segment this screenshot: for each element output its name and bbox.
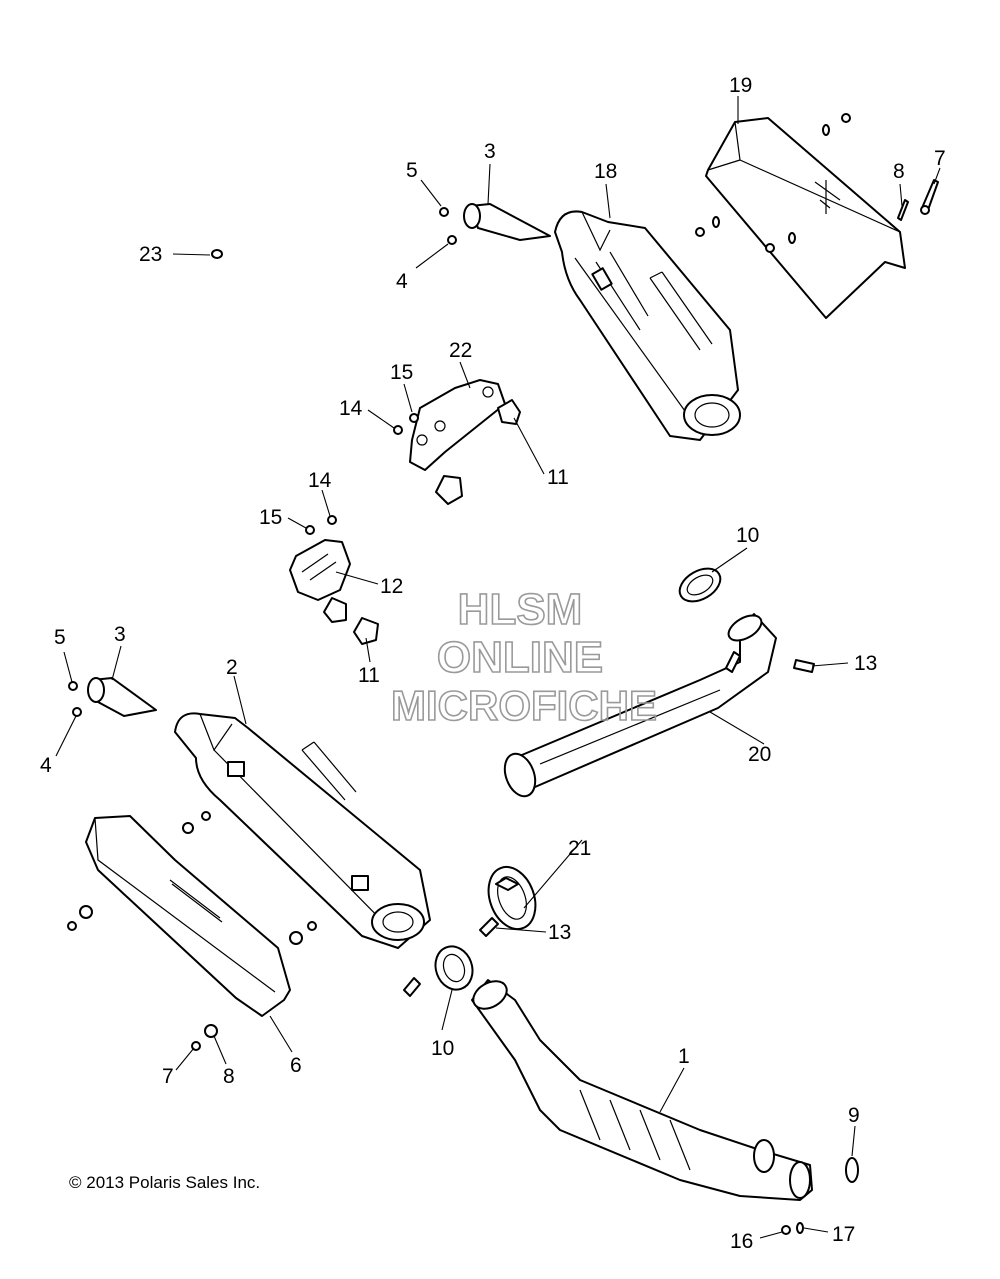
washer-19-top [822,124,830,136]
washer-6-c [289,931,303,945]
callout-22: 22 [449,339,472,362]
washer-6-a [182,822,194,834]
callout-8-upper: 8 [893,160,905,183]
clamp-21[interactable] [480,860,543,935]
callout-5-lower: 5 [54,626,66,649]
heat-shield-lower[interactable] [85,815,291,1017]
bolt-19-bottom [765,243,775,253]
bolt-4-lower [72,707,82,717]
nut-15-lower [305,525,315,535]
grommet-11-lower-b [353,617,379,645]
bracket-upper-22[interactable] [409,379,506,471]
callout-2: 2 [226,656,238,679]
washer-8-lower [204,1024,218,1038]
callout-7-upper: 7 [934,147,946,170]
gasket-9 [845,1157,859,1183]
nut-5-upper [439,207,449,217]
callout-15-upper: 15 [390,361,413,384]
copyright-notice: © 2013 Polaris Sales Inc. [69,1173,260,1192]
spring-13-upper-left [725,651,741,673]
head-pipe-lower-1[interactable] [468,976,813,1201]
callout-9: 9 [848,1104,860,1127]
bolt-7-upper [920,179,939,215]
washer-6-b [79,905,93,919]
bracket-lower-12[interactable] [289,539,351,601]
callout-11-upper: 11 [547,466,569,489]
muffler-upper[interactable] [554,210,741,441]
tailpipe-tip-upper[interactable] [463,203,551,241]
nut-6-b [67,921,77,931]
washer-23 [211,249,223,259]
washer-19-left [712,216,720,228]
heat-shield-upper[interactable] [705,117,906,319]
callout-23: 23 [139,243,162,266]
callout-18: 18 [594,160,617,183]
muffler-lower[interactable] [174,712,431,949]
tailpipe-tip-lower[interactable] [87,677,157,717]
gasket-10-lower [434,945,474,991]
callout-15-lower: 15 [259,506,282,529]
callout-3-lower: 3 [114,623,126,646]
callout-6: 6 [290,1054,302,1077]
callout-4-lower: 4 [40,754,52,777]
callout-12: 12 [380,575,403,598]
callouts: 19 3 5 18 8 7 23 4 22 15 14 11 14 15 10 … [40,74,946,1253]
spring-13-lower-left [403,977,421,997]
watermark: HLSM ONLINE MICROFICHE [390,584,658,730]
callout-11-lower: 11 [358,664,380,687]
callout-20: 20 [748,743,771,766]
callout-8-lower: 8 [223,1065,235,1088]
spring-pin-8-upper [897,199,909,221]
watermark-line3: MICROFICHE [391,682,657,729]
callout-5-upper: 5 [406,159,418,182]
bolt-14-upper [393,425,403,435]
watermark-line1: HLSM [458,585,583,634]
bolt-19-top [841,113,851,123]
callout-3-upper: 3 [484,140,496,163]
bolt-14-lower [327,515,337,525]
callout-14-upper: 14 [339,397,363,420]
bolt-4-upper [447,235,457,245]
nut-16 [781,1225,791,1235]
washer-17 [796,1222,804,1234]
spring-13-upper-right [793,659,815,673]
callout-10-upper: 10 [736,524,759,547]
gasket-10-upper [678,567,722,603]
callout-4-upper: 4 [396,270,408,293]
nut-6-a [201,811,211,821]
callout-14-lower: 14 [308,469,332,492]
callout-7-lower: 7 [162,1065,174,1088]
callout-16: 16 [730,1230,753,1253]
callout-17: 17 [832,1223,855,1246]
callout-10-lower: 10 [431,1037,454,1060]
spring-13-lower-right [479,917,499,937]
callout-1: 1 [678,1045,690,1068]
nut-15-upper [409,413,419,423]
callout-13-upper: 13 [854,652,877,675]
grommet-11-upper-b [435,475,463,505]
leader-lines [55,96,941,1239]
watermark-line2: ONLINE [437,633,603,682]
head-pipe-upper-20[interactable] [499,610,777,800]
nut-5-lower [68,681,78,691]
callout-19: 19 [729,74,752,97]
bolt-19-left [695,227,705,237]
grommet-11-lower-a [323,597,347,623]
washer-19-bottom [788,232,796,244]
callout-21: 21 [568,837,591,860]
nut-6-c [307,921,317,931]
callout-13-lower: 13 [548,921,571,944]
